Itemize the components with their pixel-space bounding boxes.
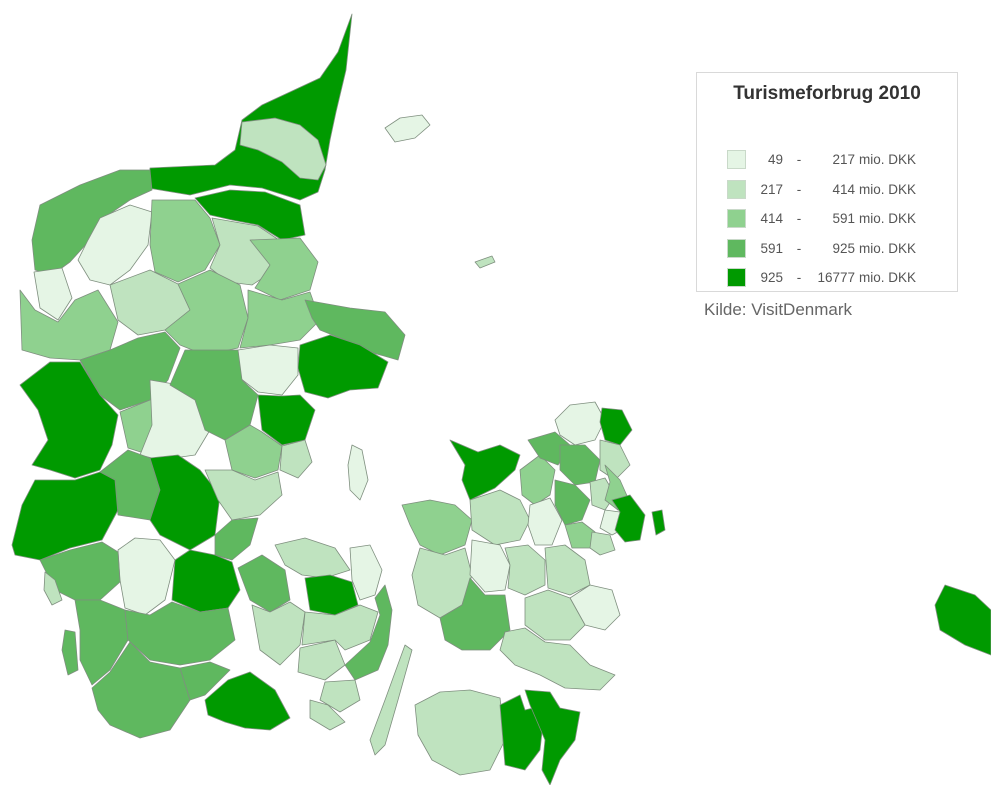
region-odder[interactable] xyxy=(279,439,313,479)
legend-unit: mio. DKK xyxy=(859,270,917,286)
region-lejre[interactable] xyxy=(519,454,556,506)
legend-swatch xyxy=(727,268,746,288)
legend-separator: - xyxy=(796,181,802,197)
legend-unit: mio. DKK xyxy=(859,181,917,197)
region-hedensted[interactable] xyxy=(214,517,259,561)
region-vendsyssel-inner[interactable] xyxy=(239,117,327,181)
legend-unit: mio. DKK xyxy=(859,152,917,168)
legend-separator: - xyxy=(796,240,802,256)
region-als[interactable] xyxy=(204,671,291,731)
region-norddjurs[interactable] xyxy=(304,299,406,361)
legend-swatch xyxy=(727,150,746,170)
region-laeso[interactable] xyxy=(384,114,431,143)
region-sonderborg[interactable] xyxy=(179,661,231,701)
region-nordfyn[interactable] xyxy=(274,537,351,579)
legend-swatch xyxy=(727,238,746,258)
region-fredensborg[interactable] xyxy=(599,439,631,481)
legend-lower-bound: 591 xyxy=(760,240,783,256)
region-syddjurs[interactable] xyxy=(297,334,389,399)
region-helsingor[interactable] xyxy=(599,407,633,446)
region-fano[interactable] xyxy=(43,571,63,606)
region-svendborg[interactable] xyxy=(319,679,361,713)
region-lemvig[interactable] xyxy=(19,289,119,361)
region-samso[interactable] xyxy=(347,444,369,501)
region-mariagerfjord[interactable] xyxy=(249,237,319,301)
legend-upper-bound: 591 xyxy=(832,211,855,227)
legend-upper-bound: 925 xyxy=(832,240,855,256)
region-gribskov[interactable] xyxy=(554,401,606,446)
region-faxe[interactable] xyxy=(524,589,586,641)
region-mors[interactable] xyxy=(77,204,153,286)
region-saltholm[interactable] xyxy=(651,509,666,536)
region-falster[interactable] xyxy=(524,689,581,785)
region-bornholm[interactable] xyxy=(934,584,991,656)
region-nyborg[interactable] xyxy=(344,584,393,681)
region-tonder[interactable] xyxy=(74,599,129,686)
region-aarhus[interactable] xyxy=(257,394,316,446)
region-langeland[interactable] xyxy=(369,644,413,756)
region-ringkobing[interactable] xyxy=(19,361,119,479)
region-amager[interactable] xyxy=(589,531,616,556)
region-vejle[interactable] xyxy=(171,549,241,613)
legend-lower-bound: 925 xyxy=(760,270,783,286)
region-anholt[interactable] xyxy=(474,255,496,269)
region-odsherred[interactable] xyxy=(449,439,521,501)
region-brande[interactable] xyxy=(149,454,221,551)
source-attribution: Kilde: VisitDenmark xyxy=(704,300,853,319)
legend-title: Turismeforbrug 2010 xyxy=(733,83,921,104)
region-vejen[interactable] xyxy=(117,537,176,616)
region-favrskov[interactable] xyxy=(237,344,299,396)
region-holbaek[interactable] xyxy=(469,489,531,546)
region-rebild[interactable] xyxy=(209,217,283,286)
region-randers[interactable] xyxy=(239,289,321,349)
region-vesthimmerland[interactable] xyxy=(149,199,221,283)
region-fyn-mid[interactable] xyxy=(301,604,379,651)
legend-unit: mio. DKK xyxy=(859,211,917,227)
region-roskilde[interactable] xyxy=(527,497,563,546)
legend-separator: - xyxy=(796,152,802,168)
legend-lower-bound: 414 xyxy=(760,211,783,227)
region-thisted[interactable] xyxy=(33,267,73,321)
region-hillerod[interactable] xyxy=(559,444,601,486)
region-lolland[interactable] xyxy=(414,689,506,776)
region-odense[interactable] xyxy=(304,574,359,616)
region-haderslev[interactable] xyxy=(124,601,236,666)
legend-swatch xyxy=(727,179,746,199)
region-copenhagen[interactable] xyxy=(611,494,646,543)
legend-lower-bound: 217 xyxy=(760,181,783,197)
region-himmerland-north[interactable] xyxy=(194,189,306,241)
legend-unit: mio. DKK xyxy=(859,240,917,256)
region-aero[interactable] xyxy=(309,699,346,731)
region-horsens[interactable] xyxy=(204,469,283,521)
region-kerteminde[interactable] xyxy=(349,544,383,601)
region-kalundborg[interactable] xyxy=(401,499,473,556)
region-faaborg[interactable] xyxy=(297,639,346,681)
region-egedal[interactable] xyxy=(554,479,591,526)
legend-upper-bound: 16777 xyxy=(817,270,855,286)
region-vordingborg[interactable] xyxy=(499,627,616,691)
region-middelfart[interactable] xyxy=(237,554,291,613)
legend-lower-bound: 49 xyxy=(767,152,783,168)
legend-upper-bound: 414 xyxy=(832,181,855,197)
region-koge[interactable] xyxy=(544,544,591,596)
legend-separator: - xyxy=(796,270,802,286)
legend-swatch xyxy=(727,209,746,229)
region-ringsted[interactable] xyxy=(504,544,546,596)
region-assens[interactable] xyxy=(251,601,306,666)
legend-upper-bound: 217 xyxy=(832,152,855,168)
region-romo[interactable] xyxy=(61,629,79,676)
region-soro[interactable] xyxy=(469,539,511,593)
legend-separator: - xyxy=(796,211,802,227)
region-naestved[interactable] xyxy=(439,577,511,651)
region-esbjerg[interactable] xyxy=(39,541,121,601)
